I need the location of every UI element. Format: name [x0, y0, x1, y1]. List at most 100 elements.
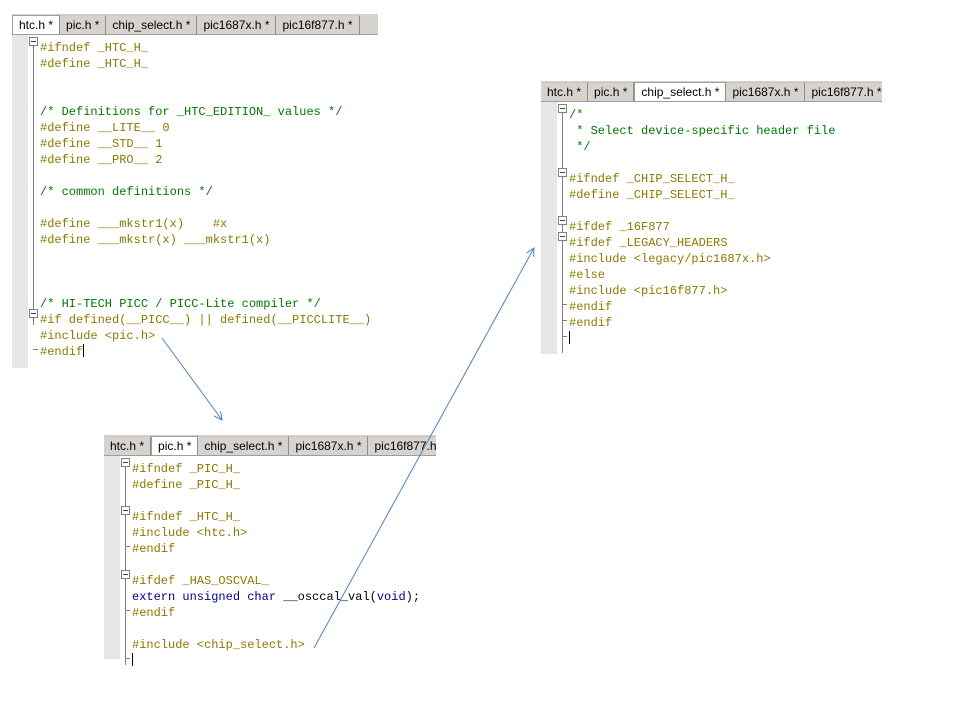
code-token: __osccal_val(: [276, 590, 377, 604]
code-line: #define ___mkstr(x) ___mkstr1(x): [40, 232, 371, 248]
tab-htc-h[interactable]: htc.h *: [12, 15, 61, 34]
code-token: #include <legacy/pic1687x.h>: [569, 252, 771, 266]
fold-toggle-icon[interactable]: [121, 458, 130, 467]
code-token: /* common definitions */: [40, 185, 213, 199]
code-line: [569, 331, 835, 347]
fold-margin[interactable]: [29, 35, 39, 368]
fold-toggle-icon[interactable]: [29, 37, 38, 46]
code-line: #ifdef _16F877: [569, 219, 835, 235]
code-area[interactable]: /* * Select device-specific header file …: [569, 107, 835, 347]
fold-toggle-icon[interactable]: [558, 168, 567, 177]
tab-bar: htc.h *pic.h *chip_select.h *pic1687x.h …: [104, 435, 436, 456]
fold-margin[interactable]: [558, 102, 568, 354]
code-token: #ifdef _HAS_OSCVAL_: [132, 574, 269, 588]
fold-toggle-icon[interactable]: [29, 309, 38, 318]
code-line: */: [569, 139, 835, 155]
code-token: #include <pic16f877.h>: [569, 284, 728, 298]
fold-toggle-icon[interactable]: [121, 506, 130, 515]
code-line: extern unsigned char __osccal_val(void);: [132, 589, 420, 605]
fold-toggle-icon[interactable]: [558, 104, 567, 113]
fold-toggle-icon[interactable]: [558, 216, 567, 225]
code-line: #define ___mkstr1(x) #x: [40, 216, 371, 232]
code-token: #if defined(__PICC__) || defined(__PICCL…: [40, 313, 372, 327]
tab-htc-h[interactable]: htc.h *: [541, 82, 589, 101]
code-line: #endif: [569, 299, 835, 315]
code-line: #endif: [40, 344, 371, 360]
code-token: #else: [569, 268, 606, 282]
code-token: extern unsigned char: [132, 590, 277, 604]
tab-pic16f877-h[interactable]: pic16f877.h *: [368, 436, 436, 455]
tab-chip-select-h[interactable]: chip_select.h *: [106, 15, 198, 34]
fold-end-marker: [562, 320, 567, 321]
arrow-htc-to-pic: [161, 337, 222, 420]
code-token: /* HI-TECH PICC / PICC-Lite compiler */: [40, 297, 321, 311]
code-token: #endif: [132, 606, 176, 620]
code-token: */: [569, 140, 591, 154]
code-line: * Select device-specific header file: [569, 123, 835, 139]
code-token: #endif: [569, 316, 613, 330]
tab-pic-h[interactable]: pic.h *: [60, 15, 107, 34]
tab-pic1687x-h[interactable]: pic1687x.h *: [289, 436, 369, 455]
line-gutter: [104, 456, 120, 659]
code-token: );: [405, 590, 421, 604]
code-line: #endif: [132, 541, 420, 557]
code-token: #define __LITE__ 0: [40, 121, 170, 135]
code-line: #ifndef _HTC_H_: [132, 509, 420, 525]
fold-end-marker: [33, 349, 38, 350]
code-line: #ifndef _PIC_H_: [132, 461, 420, 477]
tab-pic-h[interactable]: pic.h *: [151, 436, 199, 455]
tab-chip-select-h[interactable]: chip_select.h *: [198, 436, 290, 455]
tab-htc-h[interactable]: htc.h *: [104, 436, 152, 455]
code-line: #endif: [132, 605, 420, 621]
code-token: #ifndef _PIC_H_: [132, 462, 241, 476]
fold-end-marker: [125, 546, 130, 547]
tab-chip-select-h[interactable]: chip_select.h *: [634, 82, 727, 101]
code-token: #define __PRO__ 2: [40, 153, 163, 167]
fold-end-marker: [125, 658, 130, 659]
tab-pic16f877-h[interactable]: pic16f877.h *: [805, 82, 882, 101]
code-token: #ifndef _HTC_H_: [132, 510, 241, 524]
tab-pic16f877-h[interactable]: pic16f877.h *: [276, 15, 360, 34]
code-token: void: [376, 590, 406, 604]
code-token: #define ___mkstr(x) ___mkstr1(x): [40, 233, 271, 247]
tab-pic1687x-h[interactable]: pic1687x.h *: [726, 82, 806, 101]
tab-pic1687x-h[interactable]: pic1687x.h *: [197, 15, 277, 34]
code-line: #define __LITE__ 0: [40, 120, 371, 136]
code-line: #include <chip_select.h>: [132, 637, 420, 653]
code-line: #if defined(__PICC__) || defined(__PICCL…: [40, 312, 371, 328]
text-caret: [569, 331, 570, 344]
code-token: /*: [569, 108, 584, 122]
fold-margin[interactable]: [121, 456, 131, 665]
code-line: #ifdef _HAS_OSCVAL_: [132, 573, 420, 589]
code-line: #ifndef _HTC_H_: [40, 40, 371, 56]
code-line: /*: [569, 107, 835, 123]
text-caret: [132, 653, 133, 666]
code-line: #define _PIC_H_: [132, 477, 420, 493]
line-gutter: [12, 35, 28, 368]
code-line: #include <legacy/pic1687x.h>: [569, 251, 835, 267]
code-line: #include <htc.h>: [132, 525, 420, 541]
fold-end-marker: [562, 336, 567, 337]
line-gutter: [541, 102, 557, 354]
code-line: #define _HTC_H_: [40, 56, 371, 72]
code-token: #include <chip_select.h>: [132, 638, 305, 652]
code-token: #define _HTC_H_: [40, 57, 149, 71]
tab-pic-h[interactable]: pic.h *: [588, 82, 635, 101]
code-line: /* common definitions */: [40, 184, 371, 200]
code-token: #ifndef _HTC_H_: [40, 41, 149, 55]
code-area[interactable]: #ifndef _PIC_H_#define _PIC_H_ #ifndef _H…: [132, 461, 420, 669]
code-line: #else: [569, 267, 835, 283]
code-token: #define _CHIP_SELECT_H_: [569, 188, 735, 202]
fold-toggle-icon[interactable]: [558, 232, 567, 241]
text-caret: [83, 344, 85, 357]
code-line: #define __PRO__ 2: [40, 152, 371, 168]
fold-end-marker: [125, 610, 130, 611]
fold-toggle-icon[interactable]: [121, 570, 130, 579]
arrow-pic-to-chip-select: [313, 248, 534, 649]
code-token: #endif: [569, 300, 613, 314]
code-line: /* HI-TECH PICC / PICC-Lite compiler */: [40, 296, 371, 312]
code-area[interactable]: #ifndef _HTC_H_#define _HTC_H_/* Definit…: [40, 40, 371, 360]
code-token: #include <pic.h>: [40, 329, 156, 343]
code-token: #ifdef _LEGACY_HEADERS: [569, 236, 728, 250]
code-line: #endif: [569, 315, 835, 331]
